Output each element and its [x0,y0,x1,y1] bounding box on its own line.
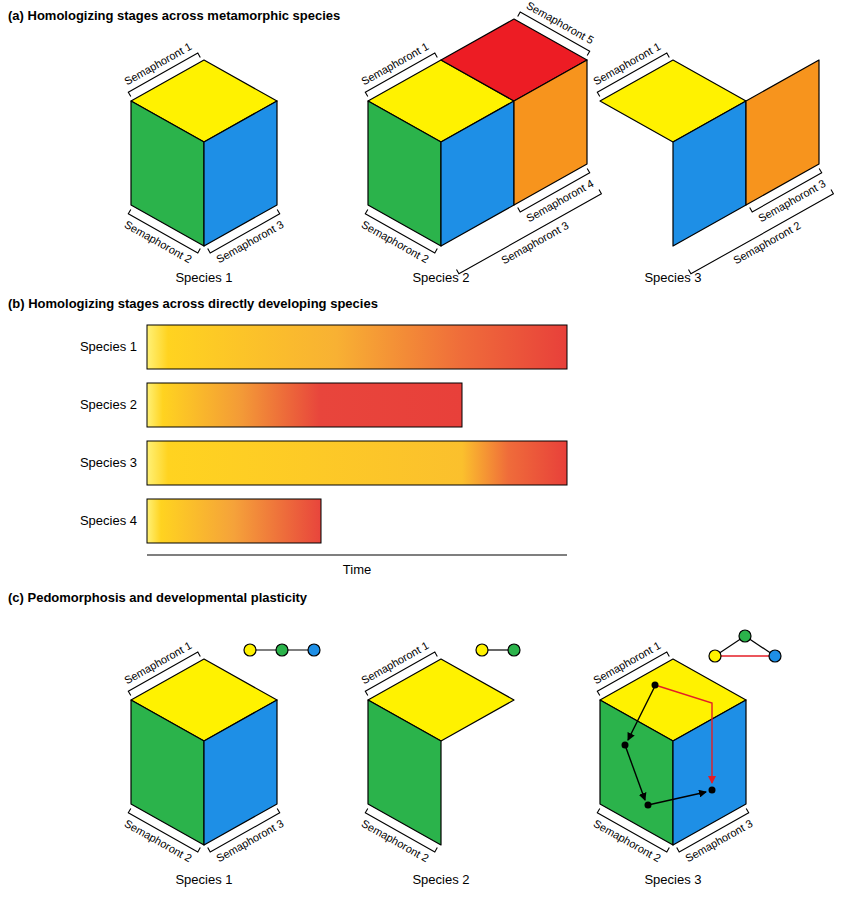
species-label: Species 2 [412,873,469,888]
species-label: Species 3 [80,456,137,471]
cube-faces [131,19,819,845]
species-label: Species 1 [175,271,232,286]
path-dots [622,682,716,809]
brackets [128,12,833,852]
development-bars [147,325,567,555]
species-label: Species 2 [80,398,137,413]
species-label: Species 1 [80,340,137,355]
stage-bracket [457,189,602,273]
panel-title: (b) Homologizing stages across directly … [8,297,378,312]
stage-graphs [244,630,781,662]
species-label: Species 2 [412,271,469,286]
species-label: Species 1 [175,873,232,888]
panel-title: (c) Pedomorphosis and developmental plas… [8,591,307,606]
stage-label: Semaphoront 3 [499,219,571,267]
stage-bracket [689,189,834,273]
axis-label: Time [343,563,371,578]
stage-label: Semaphoront 2 [731,219,803,267]
species-label: Species 3 [644,873,701,888]
species-label: Species 3 [644,271,701,286]
species-label: Species 4 [80,514,137,529]
panel-title: (a) Homologizing stages across metamorph… [8,9,340,24]
developmental-paths [625,685,712,805]
